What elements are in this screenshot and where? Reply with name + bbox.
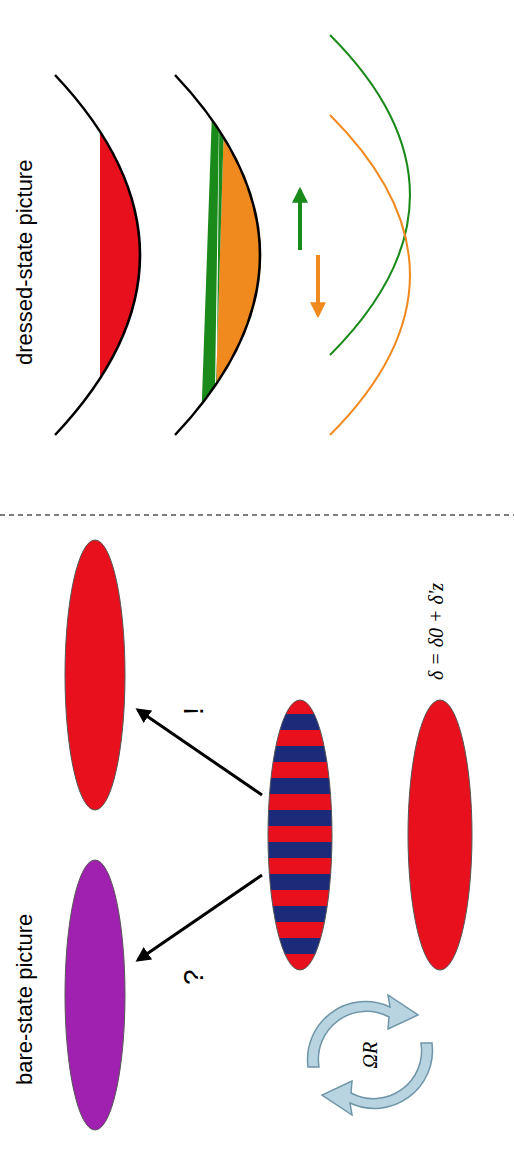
question-mark: ?: [178, 969, 210, 985]
exclamation-mark: !: [178, 707, 210, 715]
force-arrow-green: [298, 190, 302, 250]
trap-potential: [175, 75, 260, 435]
force-arrow-orange: [316, 255, 320, 315]
dressed-potential-orange: [330, 115, 410, 435]
outcome-arrow: [138, 875, 262, 960]
rabi-frequency: ΩR: [359, 1042, 382, 1069]
trap-potential: [55, 75, 140, 435]
red-cloud-result: [65, 540, 125, 810]
mixed-cloud: [65, 860, 125, 1130]
striped-cloud: [268, 700, 332, 970]
red-cloud-initial: [408, 700, 472, 970]
dressed-potential-green: [330, 35, 410, 355]
cloud-fill: [100, 55, 220, 455]
panel-caption: bare-state picture: [12, 914, 37, 1085]
dashed-separator: [0, 514, 514, 516]
orange-state-fill: [214, 55, 400, 455]
panel-caption: dressed-state picture: [12, 160, 37, 365]
detuning-formula: δ = δ0 + δ'z: [425, 583, 448, 680]
outcome-arrow: [138, 710, 262, 795]
